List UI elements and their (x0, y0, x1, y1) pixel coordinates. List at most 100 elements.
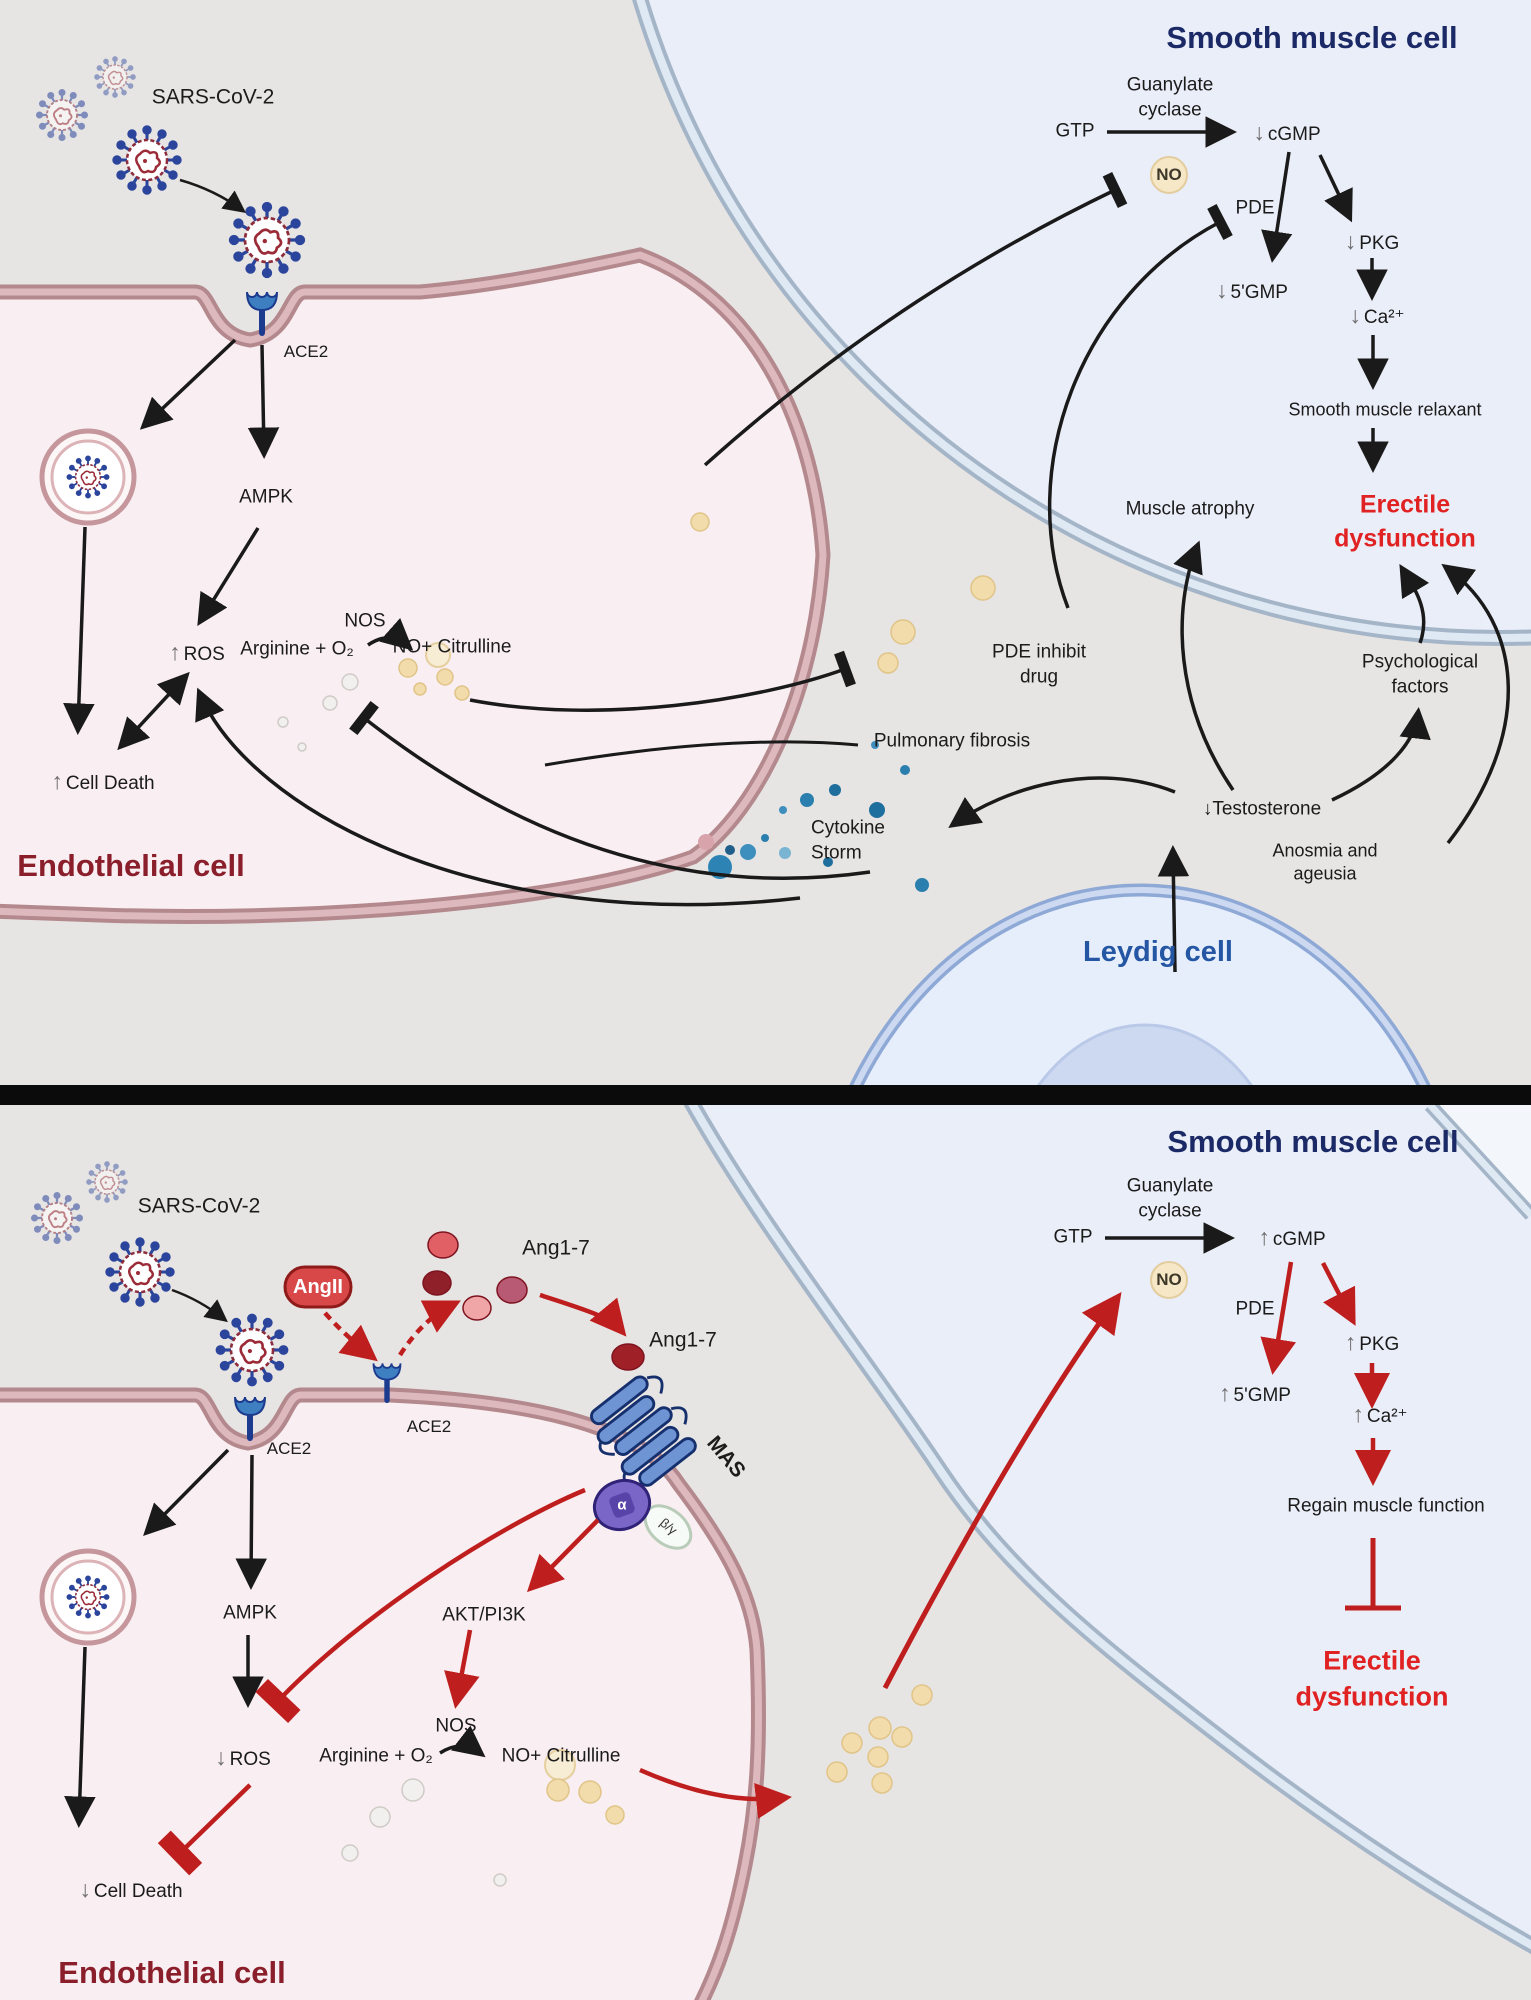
guanylate-cyclase-label: Guanylate cyclase (1127, 1174, 1214, 1223)
no-citrulline-label: NO+ Citrulline (392, 636, 512, 658)
cgmp-text: cGMP (1272, 1229, 1326, 1251)
pathway-arrows (63, 116, 1510, 973)
cytokine-line2: Storm (811, 842, 862, 863)
bottom-panel-art (0, 1105, 1531, 2000)
ed-line1: Erectile (1359, 490, 1451, 519)
leydig-cell-shape (849, 883, 1431, 1085)
ed-line1: Erectile (1323, 1645, 1421, 1676)
endosome-icon (42, 1551, 134, 1643)
up-arrow-icon: ↑ (51, 768, 63, 795)
psych-line2: factors (1391, 676, 1449, 697)
pkg-label: ↓PKG (1345, 227, 1400, 257)
arginine-label: Arginine + O₂ (240, 638, 354, 660)
erectile-dysfunction-label: Erectile dysfunction (1296, 1643, 1449, 1716)
nos-label: NOS (435, 1715, 477, 1737)
up-arrow-icon: ↑ (1258, 1224, 1270, 1251)
panel-divider (0, 1085, 1531, 1105)
top-panel: SARS-CoV-2 ACE2 AMPK ↑ROS ↑Cell Death En… (0, 0, 1531, 1085)
pathway-arrows-red (157, 1261, 1401, 1876)
psychological-factors-label: Psychological factors (1362, 650, 1478, 699)
up-arrow-icon: ↑ (1352, 1401, 1364, 1428)
guanylate-line1: Guanylate (1126, 74, 1214, 96)
pulmonary-fibrosis-label: Pulmonary fibrosis (873, 730, 1031, 752)
guanylate-line1: Guanylate (1126, 1175, 1214, 1197)
smooth-muscle-relaxant-label: Smooth muscle relaxant (1288, 399, 1482, 420)
akt-pi3k-label: AKT/PI3K (442, 1604, 526, 1626)
smooth-muscle-cell-title: Smooth muscle cell (1167, 1123, 1459, 1159)
ros-text: ROS (229, 1749, 271, 1771)
down-arrow-icon: ↓ (1216, 277, 1228, 304)
top-panel-art (0, 0, 1531, 1085)
ace2-label: ACE2 (283, 341, 329, 361)
sars-cov2-label: SARS-CoV-2 (151, 85, 275, 109)
ca-text: Ca²⁺ (1366, 1406, 1408, 1428)
ang17-label-a: Ang1-7 (522, 1236, 590, 1260)
no-molecule-dots (341, 1684, 933, 1887)
no-badge-label: NO (1156, 164, 1182, 184)
down-arrow-icon: ↓ (1253, 119, 1265, 146)
psych-line1: Psychological (1361, 651, 1479, 673)
ed-line2: dysfunction (1295, 1682, 1449, 1712)
ang17-label-b: Ang1-7 (649, 1328, 717, 1352)
cell-death-text: Cell Death (93, 1881, 183, 1903)
gmp5-label: ↑5'GMP (1219, 1379, 1291, 1409)
up-arrow-icon: ↑ (169, 639, 181, 666)
leydig-cell-title: Leydig cell (1083, 936, 1233, 969)
ca-label: ↑Ca²⁺ (1352, 1400, 1407, 1430)
erectile-dysfunction-label: Erectile dysfunction (1334, 488, 1476, 556)
guanylate-line2: cyclase (1138, 99, 1202, 120)
no-badge-label: NO (1156, 1269, 1182, 1289)
down-arrow-icon: ↓ (1344, 228, 1357, 255)
ampk-label: AMPK (239, 486, 293, 508)
pde-label: PDE (1235, 197, 1275, 219)
cell-death-label: ↓Cell Death (79, 1875, 182, 1905)
g-alpha-label: α (617, 1496, 627, 1514)
smooth-muscle-cell-title: Smooth muscle cell (1166, 19, 1458, 55)
nos-label: NOS (344, 610, 386, 632)
muscle-atrophy-label: Muscle atrophy (1125, 498, 1255, 520)
regain-muscle-function-label: Regain muscle function (1287, 1495, 1485, 1517)
no-citrulline-label: NO+ Citrulline (501, 1745, 621, 1767)
pathway-arrows-black (64, 1222, 1235, 1828)
down-arrow-icon: ↓ (79, 1876, 91, 1903)
testosterone-label: ↓Testosterone (1202, 798, 1322, 820)
cgmp-label: ↑cGMP (1258, 1223, 1325, 1253)
gmp5-text: 5'GMP (1233, 1385, 1291, 1407)
g-protein-icons (592, 1478, 693, 1550)
gmp5-text: 5'GMP (1230, 282, 1288, 304)
guanylate-line2: cyclase (1138, 1200, 1202, 1221)
ang17-blobs (422, 1231, 645, 1371)
pkg-text: PKG (1359, 1334, 1400, 1356)
angii-label: AngII (293, 1276, 343, 1298)
pkg-label: ↑PKG (1345, 1328, 1400, 1358)
ros-label: ↑ROS (169, 638, 225, 668)
arginine-label: Arginine + O₂ (319, 1745, 433, 1767)
smooth-muscle-cell-shape (683, 1105, 1531, 1955)
ca-text: Ca²⁺ (1363, 307, 1405, 329)
sars-cov2-label: SARS-CoV-2 (137, 1194, 261, 1218)
bottom-panel: SARS-CoV-2 AngII Ang1-7 Ang1-7 ACE2 ACE2… (0, 1105, 1531, 2000)
ampk-label: AMPK (223, 1602, 277, 1624)
ed-line2: dysfunction (1334, 524, 1476, 552)
cgmp-text: cGMP (1267, 124, 1321, 146)
ca-label: ↓Ca²⁺ (1349, 301, 1404, 331)
no-badge-circle (1150, 1261, 1188, 1299)
no-molecule-dots (277, 512, 996, 752)
cell-death-label: ↑Cell Death (51, 767, 154, 797)
cell-death-text: Cell Death (65, 773, 155, 795)
ros-label: ↓ROS (215, 1743, 271, 1773)
gtp-label: GTP (1055, 120, 1095, 142)
endothelial-cell-title: Endothelial cell (17, 847, 245, 883)
anosmia-line2: ageusia (1293, 864, 1357, 884)
gmp5-label: ↓5'GMP (1216, 276, 1288, 306)
no-badge-circle (1150, 156, 1188, 194)
ace2-free-label: ACE2 (406, 1416, 452, 1436)
ros-text: ROS (183, 644, 225, 666)
cgmp-label: ↓cGMP (1253, 118, 1320, 148)
up-arrow-icon: ↑ (1344, 1329, 1357, 1356)
down-arrow-icon: ↓ (215, 1744, 227, 1771)
endothelial-cell-title: Endothelial cell (58, 1954, 286, 1990)
